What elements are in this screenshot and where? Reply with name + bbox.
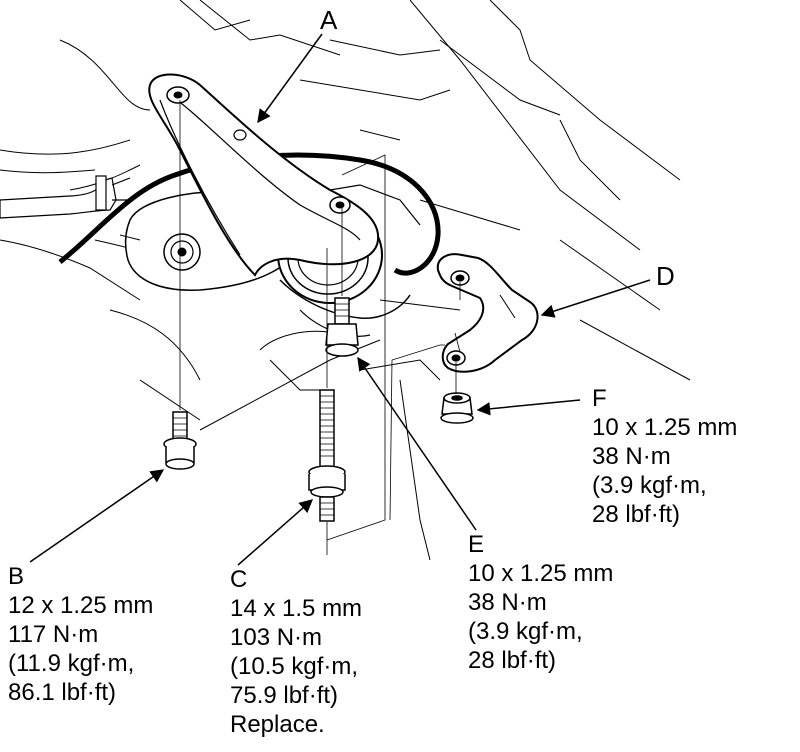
- spec-B-lbfft: 86.1 lbf·ft): [8, 679, 117, 706]
- spec-B-torque: 117 N·m: [8, 621, 99, 648]
- spec-C-kgfm: (10.5 kgf·m,: [230, 653, 359, 680]
- leader-C: [237, 499, 314, 566]
- spec-E-thread: 10 x 1.25 mm: [468, 560, 614, 587]
- spec-F-kgfm: (3.9 kgf·m,: [592, 472, 707, 499]
- letter-C: C: [230, 566, 248, 593]
- callout-leaders: [29, 33, 651, 566]
- spec-E-torque: 38 N·m: [468, 589, 547, 616]
- stud-bolt-C: [308, 389, 346, 522]
- leader-B: [29, 469, 165, 563]
- letter-B: B: [8, 563, 25, 590]
- spec-C-thread: 14 x 1.5 mm: [230, 595, 363, 622]
- upper-arm-A: [148, 73, 380, 277]
- installation-guide-lines: [179, 100, 461, 555]
- bracket-D: [436, 253, 539, 373]
- spec-C-note: Replace.: [230, 711, 325, 738]
- letter-F: F: [592, 385, 607, 412]
- spec-F-lbfft: 28 lbf·ft): [592, 501, 681, 528]
- letter-E: E: [468, 531, 485, 558]
- spec-C-lbfft: 75.9 lbf·ft): [230, 682, 339, 709]
- bolt-E: [325, 297, 359, 357]
- spec-B-thread: 12 x 1.25 mm: [8, 592, 154, 619]
- leader-D: [540, 279, 651, 318]
- callout-F: F 10 x 1.25 mm 38 N·m (3.9 kgf·m, 28 lbf…: [592, 384, 737, 529]
- spec-F-thread: 10 x 1.25 mm: [592, 414, 738, 441]
- spec-B-kgfm: (11.9 kgf·m,: [8, 650, 135, 677]
- callout-E: E 10 x 1.25 mm 38 N·m (3.9 kgf·m, 28 lbf…: [468, 530, 613, 675]
- spec-C-torque: 103 N·m: [230, 624, 323, 651]
- leader-F: [476, 399, 581, 416]
- leader-A: [257, 33, 323, 124]
- callout-C: C 14 x 1.5 mm 103 N·m (10.5 kgf·m, 75.9 …: [230, 565, 362, 739]
- leader-E: [357, 356, 477, 531]
- brake-hose: [0, 175, 131, 219]
- callout-B: B 12 x 1.25 mm 117 N·m (11.9 kgf·m, 86.1…: [8, 562, 153, 707]
- label-A: A: [320, 5, 338, 35]
- spec-E-lbfft: 28 lbf·ft): [468, 647, 557, 674]
- flange-nut-F: [440, 392, 474, 424]
- spec-E-kgfm: (3.9 kgf·m,: [468, 618, 583, 645]
- bolt-B: [163, 411, 197, 470]
- spec-F-torque: 38 N·m: [592, 443, 671, 470]
- label-D: D: [656, 261, 675, 291]
